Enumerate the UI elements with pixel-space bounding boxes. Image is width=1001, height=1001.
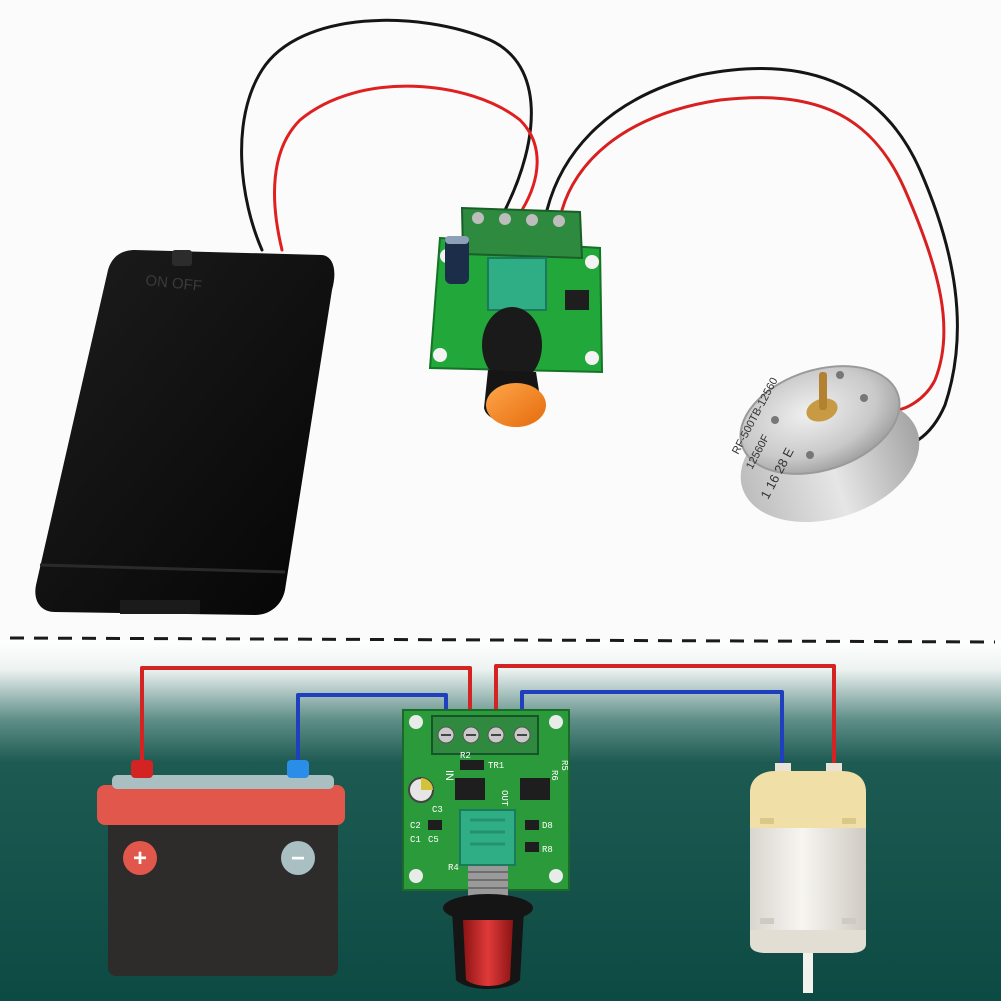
negative-symbol-circle (281, 841, 315, 875)
board-label-c5: C5 (428, 835, 439, 845)
motor-vent-slot (760, 918, 774, 924)
wiring-diagram: + − IN R (0, 636, 1001, 1001)
board-label-d8: D8 (542, 821, 553, 831)
battery-body (108, 818, 338, 976)
battery-holder-seam (39, 563, 286, 574)
board-label-tr1: TR1 (488, 761, 504, 771)
diagram-ic-right (520, 778, 550, 800)
motor-black-wire (545, 67, 959, 448)
battery-negative-wire (296, 693, 448, 765)
battery-holder: ON OFF (35, 250, 335, 615)
motor-negative-wire (520, 690, 784, 768)
mount-hole (585, 255, 599, 269)
photo-dc-motor: RF-500TB-12560 12560F 1 16 28 E (730, 365, 920, 523)
board-label-c3: C3 (432, 805, 443, 815)
motor-output-shaft (803, 953, 813, 993)
diagram-component-r8 (525, 842, 539, 852)
battery-black-wire (240, 18, 533, 252)
battery-wires (240, 18, 539, 252)
board-label-out: OUT (499, 790, 509, 807)
board-label-r2: R2 (460, 751, 471, 761)
motor-vent (771, 416, 779, 424)
diagram-mount-hole (549, 715, 563, 729)
potentiometer-body (487, 257, 547, 311)
product-photo: ON OFF (35, 18, 959, 615)
knob-cap (486, 383, 546, 427)
positive-symbol: + (133, 845, 147, 872)
terminal-screw (499, 213, 511, 225)
motor-vent-slot (842, 818, 856, 824)
diagram-ic-left (455, 778, 485, 800)
diagram-controller-board: IN R2 TR1 OUT C3 C5 C1 D8 R6 R8 R5 R4 C2 (402, 709, 570, 989)
switch-label: ON OFF (145, 272, 203, 295)
potentiometer-ridges (470, 818, 505, 846)
board-label-c2: C2 (410, 821, 421, 831)
terminal-screw (553, 215, 565, 227)
diagram-potentiometer (459, 809, 516, 866)
motor-wires (545, 67, 959, 448)
motor-shaft (819, 372, 827, 410)
diagram-mount-hole (549, 869, 563, 883)
motor-bottom (750, 930, 866, 953)
mount-hole (433, 348, 447, 362)
board-label-r5: R5 (559, 760, 569, 771)
diagram-resistor-r2 (460, 760, 484, 770)
motor-vent (836, 371, 844, 379)
board-label-r6: R6 (549, 770, 559, 781)
board-in-label: IN (443, 770, 455, 781)
diagram-mount-hole (409, 869, 423, 883)
battery-illustration: + − (97, 760, 345, 976)
negative-terminal (287, 760, 309, 778)
diagram-mount-hole (409, 715, 423, 729)
photo-controller-board (428, 206, 604, 427)
thread-lines (468, 871, 508, 889)
board-label-r4: R4 (448, 863, 459, 873)
positive-terminal (131, 760, 153, 778)
photo-ic (565, 290, 589, 310)
mount-hole (585, 351, 599, 365)
electrolytic-capacitor (445, 236, 469, 284)
battery-red-wire (273, 84, 539, 252)
positive-symbol-circle (123, 841, 157, 875)
motor-red-wire (560, 96, 946, 412)
board-label-c1: C1 (410, 835, 421, 845)
motor-vent-slot (842, 918, 856, 924)
motor-end-cap (750, 771, 866, 830)
battery-top (97, 785, 345, 825)
motor-vent (860, 394, 868, 402)
diagram-knob-red-band (463, 920, 513, 986)
capacitor-top (445, 236, 469, 244)
battery-lid (112, 775, 334, 789)
diagram-wires (140, 664, 836, 768)
diagram-component-c5 (428, 820, 442, 830)
battery-holder-body (35, 250, 335, 615)
diagram-component-d8 (525, 820, 539, 830)
negative-symbol: − (291, 845, 305, 872)
motor-vent (806, 451, 814, 459)
power-switch (172, 250, 192, 266)
battery-positive-wire (140, 666, 472, 765)
motor-vent-slot (760, 818, 774, 824)
battery-holder-slot (120, 600, 200, 614)
divider-dashed-line (9, 636, 996, 644)
terminal-screw (472, 212, 484, 224)
terminal-screw (526, 214, 538, 226)
motor-positive-wire (494, 664, 836, 768)
diagram-dc-motor (750, 763, 866, 993)
knob-skirt (482, 307, 542, 383)
capacitor-marking (421, 778, 433, 790)
board-label-r8: R8 (542, 845, 553, 855)
